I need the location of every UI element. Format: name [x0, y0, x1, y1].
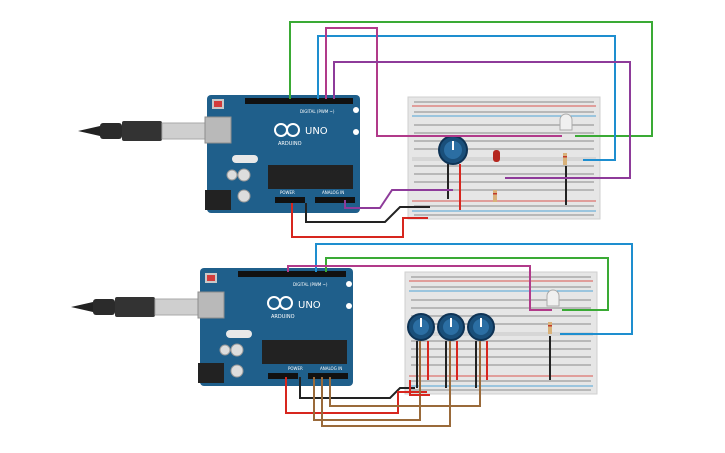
- rgb-led-top[interactable]: [559, 113, 573, 131]
- resistor-bottom: [548, 322, 552, 334]
- rgb-led-bottom[interactable]: [546, 289, 560, 307]
- board-model: UNO: [298, 300, 321, 311]
- usb-cable-bottom: [71, 297, 200, 317]
- arduino-logo-icon: [274, 123, 300, 137]
- header-digital-label: DIGITAL (PWM ~): [293, 282, 328, 287]
- header-power-label: POWER: [280, 190, 295, 195]
- resistor-top-2: [493, 190, 497, 202]
- breadboard-bottom[interactable]: [404, 271, 598, 395]
- header-power-label: POWER: [288, 366, 303, 371]
- header-analog-label: ANALOG IN: [320, 366, 342, 371]
- bottom-circuit: ARDUINO UNO DIGITAL (PWM ~) POWER ANALOG…: [71, 243, 633, 427]
- wires-bottom: [285, 243, 633, 427]
- header-analog-label: ANALOG IN: [322, 190, 344, 195]
- header-digital-label: DIGITAL (PWM ~): [300, 109, 335, 114]
- board-model: UNO: [305, 126, 328, 137]
- board-brand: ARDUINO: [278, 141, 302, 147]
- potentiometer-bottom-3[interactable]: [467, 313, 495, 341]
- top-circuit: ARDUINO UNO DIGITAL (PWM ~) POWER ANALOG…: [78, 21, 653, 238]
- potentiometer-bottom-2[interactable]: [437, 313, 465, 341]
- wires-top: [289, 21, 653, 238]
- led-red-top[interactable]: [493, 150, 500, 162]
- arduino-board-bottom[interactable]: ARDUINO UNO DIGITAL (PWM ~) POWER ANALOG…: [197, 268, 353, 386]
- potentiometer-top[interactable]: [438, 135, 468, 165]
- breadboard-top[interactable]: [407, 96, 601, 220]
- arduino-logo-icon: [267, 296, 293, 310]
- arduino-board-top[interactable]: ARDUINO UNO DIGITAL (PWM ~) POWER ANALOG…: [204, 95, 360, 213]
- resistor-top-1: [563, 153, 567, 165]
- usb-cable-top: [78, 121, 207, 141]
- potentiometer-bottom-1[interactable]: [407, 313, 435, 341]
- board-brand: ARDUINO: [271, 314, 295, 320]
